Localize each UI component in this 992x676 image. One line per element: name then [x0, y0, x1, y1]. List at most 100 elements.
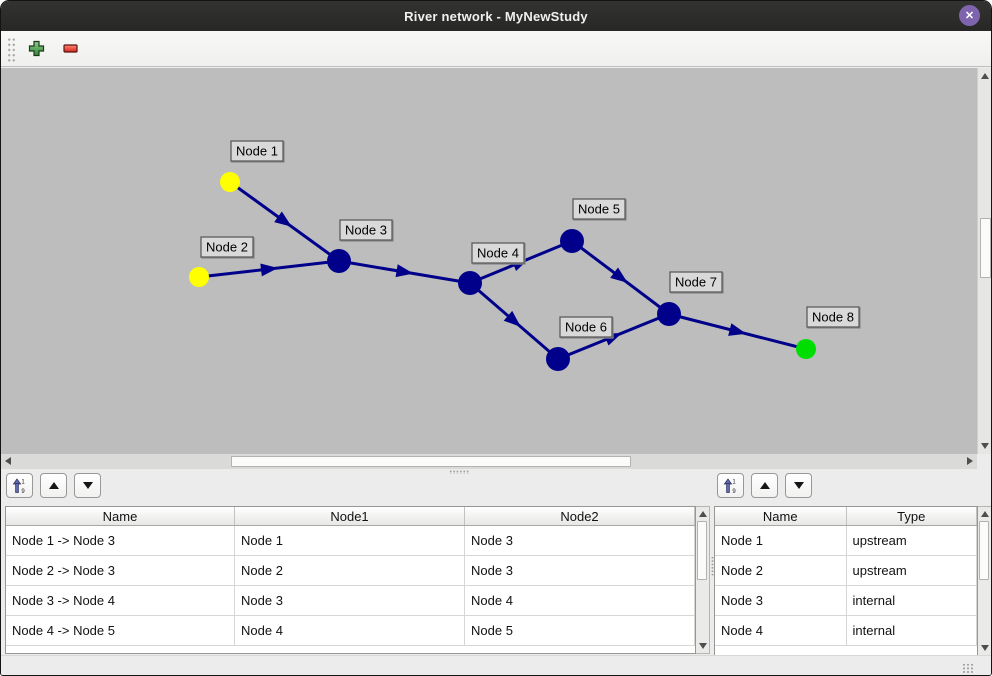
- graph-node[interactable]: [327, 249, 351, 273]
- main-toolbar: [1, 31, 991, 67]
- table-cell: Node 2: [715, 556, 847, 585]
- status-bar: [1, 655, 991, 675]
- table-cell: Node 1 -> Node 3: [6, 526, 235, 555]
- toolbar-drag-handle[interactable]: [6, 35, 16, 62]
- title-bar[interactable]: River network - MyNewStudy ✕: [1, 1, 991, 31]
- table-cell: internal: [847, 616, 977, 645]
- edges-table-scrollbar[interactable]: [696, 506, 710, 654]
- column-header[interactable]: Node1: [235, 507, 465, 525]
- canvas-horizontal-scrollbar[interactable]: [1, 454, 977, 469]
- edge-arrow-icon: [728, 323, 747, 336]
- move-down-icon: [793, 482, 804, 489]
- table-cell: Node 3: [465, 556, 695, 585]
- nodes-pane-toolbar: 1 9: [717, 473, 812, 498]
- column-header[interactable]: Name: [6, 507, 235, 525]
- scroll-thumb[interactable]: [697, 521, 707, 580]
- remove-icon: [62, 44, 78, 53]
- graph-node[interactable]: [796, 339, 816, 359]
- edges-sort-button[interactable]: 1 9: [6, 473, 33, 498]
- scroll-up-icon[interactable]: [981, 73, 989, 79]
- column-header[interactable]: Type: [847, 507, 977, 525]
- sort-ascending-icon: 1 9: [723, 477, 736, 494]
- table-cell: internal: [847, 586, 977, 615]
- table-cell: Node 1: [715, 526, 847, 555]
- node-label: Node 6: [565, 320, 607, 335]
- move-down-icon: [82, 482, 93, 489]
- vertical-splitter-handle[interactable]: [711, 556, 715, 576]
- scroll-down-icon[interactable]: [981, 443, 989, 449]
- table-cell: Node 4: [235, 616, 465, 645]
- node-label: Node 3: [345, 223, 387, 238]
- node-label-box[interactable]: [572, 198, 626, 220]
- svg-text:1: 1: [21, 479, 25, 485]
- table-cell: Node 4 -> Node 5: [6, 616, 235, 645]
- graph-node[interactable]: [189, 267, 209, 287]
- add-button[interactable]: [23, 36, 49, 62]
- node-label-box[interactable]: [471, 242, 525, 264]
- node-label-box[interactable]: [200, 236, 254, 258]
- graph-node[interactable]: [458, 271, 482, 295]
- graph-node[interactable]: [546, 347, 570, 371]
- horizontal-splitter-handle[interactable]: [449, 470, 469, 474]
- table-cell: Node 3 -> Node 4: [6, 586, 235, 615]
- node-label-box[interactable]: [669, 271, 723, 293]
- table-cell: Node 2 -> Node 3: [6, 556, 235, 585]
- node-label: Node 5: [578, 202, 620, 217]
- scroll-up-icon[interactable]: [981, 511, 989, 517]
- edge-arrow-icon: [503, 310, 521, 327]
- resize-grip[interactable]: [962, 663, 975, 673]
- node-label-box[interactable]: [230, 140, 284, 162]
- table-cell: Node 5: [465, 616, 695, 645]
- scroll-right-icon[interactable]: [967, 457, 973, 465]
- svg-text:9: 9: [732, 489, 736, 494]
- column-header[interactable]: Name: [715, 507, 847, 525]
- table-cell: Node 1: [235, 526, 465, 555]
- scroll-up-icon[interactable]: [699, 511, 707, 517]
- node-label-box[interactable]: [806, 306, 860, 328]
- nodes-move-up-button[interactable]: [751, 473, 778, 498]
- nodes-table-scrollbar[interactable]: [978, 506, 991, 656]
- table-cell: Node 3: [235, 586, 465, 615]
- table-cell: Node 3: [465, 526, 695, 555]
- graph-node[interactable]: [657, 302, 681, 326]
- svg-text:1: 1: [732, 479, 736, 485]
- scroll-down-icon[interactable]: [981, 645, 989, 651]
- node-label: Node 8: [812, 310, 854, 325]
- graph-node[interactable]: [220, 172, 240, 192]
- node-label-box[interactable]: [339, 219, 393, 241]
- node-label-box[interactable]: [559, 316, 613, 338]
- close-button[interactable]: ✕: [959, 5, 980, 26]
- nodes-sort-button[interactable]: 1 9: [717, 473, 744, 498]
- column-header[interactable]: Node2: [465, 507, 695, 525]
- scroll-left-icon[interactable]: [5, 457, 11, 465]
- edges-move-down-button[interactable]: [74, 473, 101, 498]
- scroll-down-icon[interactable]: [699, 643, 707, 649]
- nodes-move-down-button[interactable]: [785, 473, 812, 498]
- horizontal-scroll-thumb[interactable]: [231, 456, 631, 467]
- edges-pane-toolbar: 1 9: [6, 473, 101, 498]
- graph-node[interactable]: [560, 229, 584, 253]
- table-cell: upstream: [847, 556, 977, 585]
- table-cell: Node 4: [465, 586, 695, 615]
- vertical-scroll-thumb[interactable]: [980, 218, 991, 278]
- scroll-thumb[interactable]: [979, 521, 989, 580]
- edges-move-up-button[interactable]: [40, 473, 67, 498]
- remove-button[interactable]: [57, 36, 83, 62]
- edge-arrow-icon: [610, 267, 628, 283]
- svg-text:9: 9: [21, 489, 25, 494]
- canvas-vertical-scrollbar[interactable]: [977, 68, 991, 454]
